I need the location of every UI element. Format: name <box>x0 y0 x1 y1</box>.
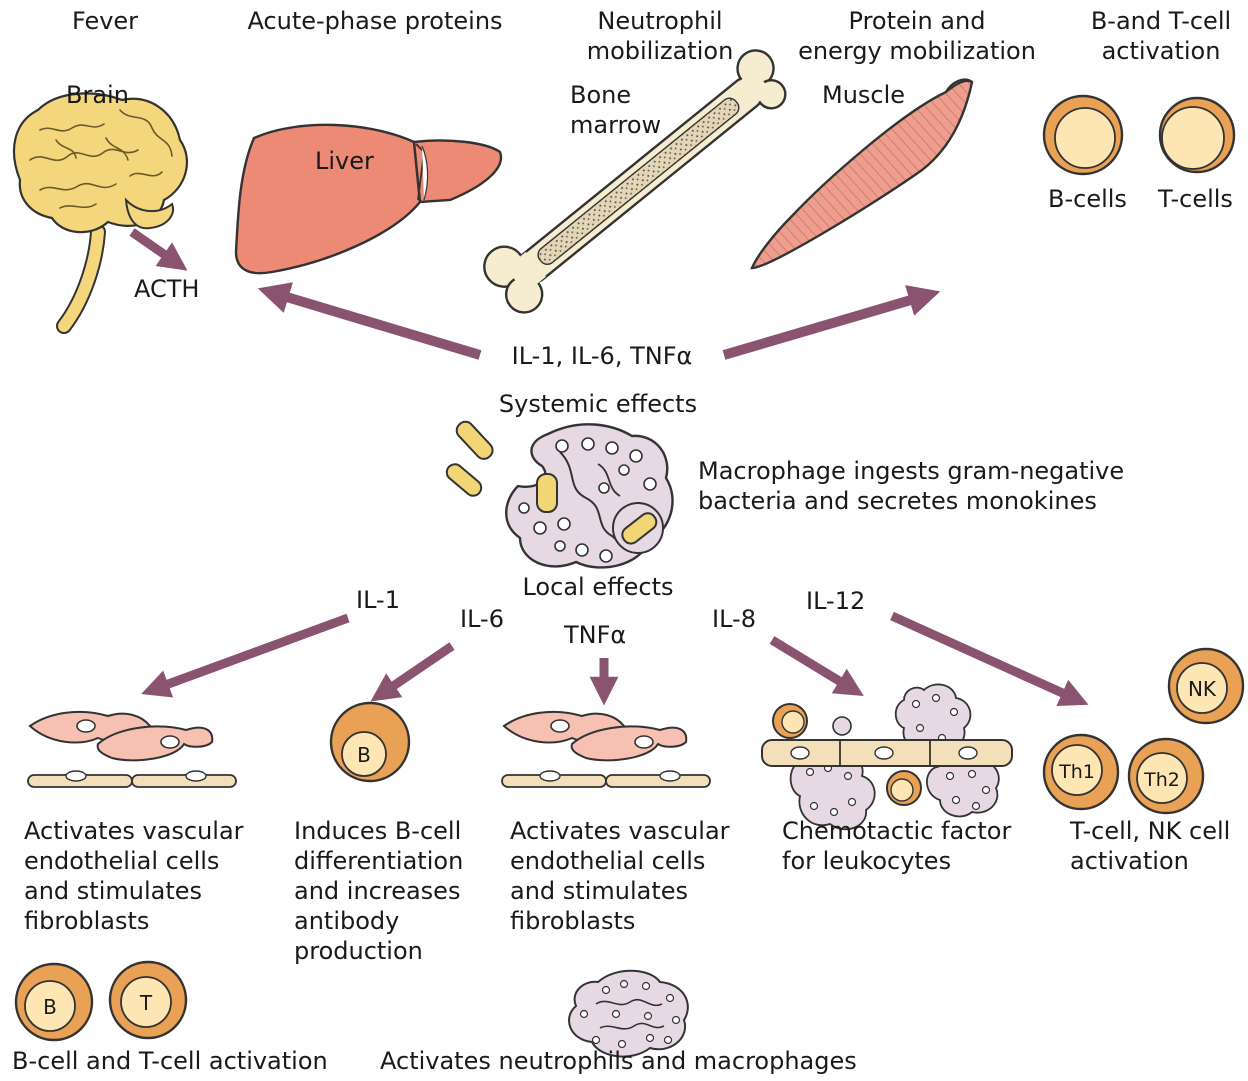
th2-cell: Th2 <box>1129 739 1203 813</box>
il8-arrow <box>772 640 854 690</box>
label-systemic-cytokines: IL-1, IL-6, TNFα <box>478 341 726 371</box>
label-muscle: Muscle <box>822 80 905 110</box>
label-acute-phase-proteins: Acute-phase proteins <box>225 6 525 36</box>
il6-b-cell-label: B <box>357 743 371 767</box>
th2-cell-label: Th2 <box>1143 769 1180 791</box>
label-brain: Brain <box>66 80 129 110</box>
il1-arrow <box>152 618 348 690</box>
label-bt-cell-activation-bottom: B-cell and T-cell activation <box>12 1046 328 1076</box>
label-b-cells: B-cells <box>1048 184 1127 214</box>
label-t-cells: T-cells <box>1158 184 1233 214</box>
label-tnf: TNFα <box>564 620 626 650</box>
bottom-t-cell-label: T <box>139 991 153 1015</box>
label-il12-effect: T-cell, NK cell activation <box>1070 816 1230 876</box>
systemic-arrow-right <box>724 295 928 355</box>
bottom-t-cell: T <box>110 962 186 1038</box>
label-protein-energy-mobilization: Protein and energy mobilization <box>782 6 1052 66</box>
label-tnf-effect: Activates vascular endothelial cells and… <box>510 816 730 936</box>
label-acth: ACTH <box>134 274 199 304</box>
activated-neutrophil-illustration <box>569 971 688 1057</box>
th1-cell: Th1 <box>1044 735 1118 809</box>
label-il6: IL-6 <box>460 604 504 634</box>
top-b-cell <box>1044 96 1122 174</box>
label-il12: IL-12 <box>806 586 865 616</box>
label-systemic-effects: Systemic effects <box>488 389 708 419</box>
label-il8-effect: Chemotactic factor for leukocytes <box>782 816 1011 876</box>
macrophage-illustration <box>506 424 672 567</box>
label-activates-neutrophils: Activates neutrophils and macrophages <box>380 1046 857 1076</box>
bottom-b-cell-label: B <box>43 995 57 1019</box>
il6-arrow <box>380 646 452 695</box>
label-bone-marrow: Bone marrow <box>570 80 661 140</box>
th1-cell-label: Th1 <box>1058 761 1095 783</box>
free-bacteria <box>444 418 496 499</box>
label-il6-effect: Induces B-cell differentiation and incre… <box>294 816 463 966</box>
label-fever: Fever <box>40 6 170 36</box>
label-macrophage-description: Macrophage ingests gram-negative bacteri… <box>698 456 1124 516</box>
label-il8: IL-8 <box>712 604 756 634</box>
label-il1: IL-1 <box>356 585 400 615</box>
nk-cell-label: NK <box>1188 677 1217 701</box>
nk-cell: NK <box>1169 649 1243 723</box>
systemic-arrow-left <box>270 292 480 355</box>
label-bt-cell-activation-top: B-and T-cell activation <box>1076 6 1246 66</box>
endothelial-fibroblast-illustration-middle <box>502 712 710 787</box>
bottom-b-cell: B <box>16 964 92 1040</box>
top-t-cell <box>1160 98 1234 172</box>
brain-acth-arrow <box>132 232 178 264</box>
endothelial-fibroblast-illustration-left <box>28 712 236 787</box>
leukocyte-migration-illustration <box>762 684 1012 829</box>
label-liver: Liver <box>315 146 374 176</box>
label-il1-effect: Activates vascular endothelial cells and… <box>24 816 244 936</box>
label-local-effects: Local effects <box>508 572 688 602</box>
label-neutrophil-mobilization: Neutrophil mobilization <box>560 6 760 66</box>
il6-b-cell: B <box>331 703 409 781</box>
